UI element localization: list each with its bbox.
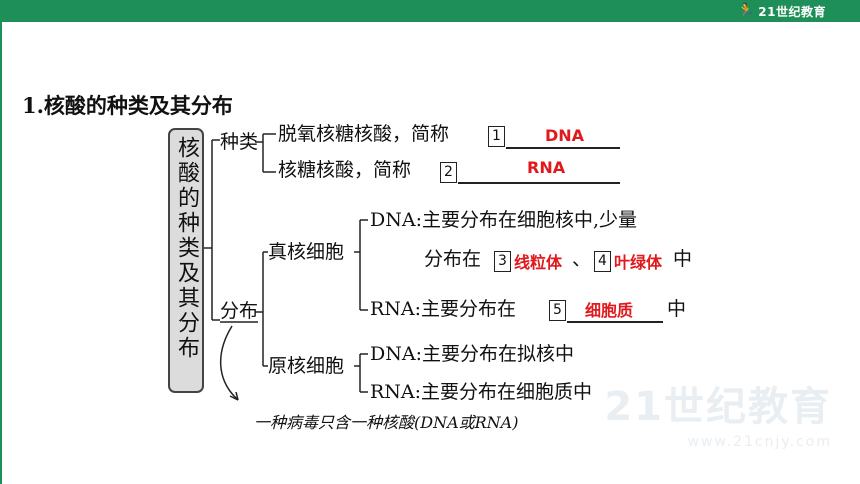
blank-underline-2 (458, 182, 620, 184)
blank-underline-1 (506, 147, 620, 149)
answer-3: 线粒体 (514, 253, 563, 272)
prok-rna-text: RNA:主要分布在细胞质中 (370, 381, 593, 403)
left-border (0, 22, 2, 484)
blank-number-3: 3 (494, 251, 511, 272)
answer-5: 细胞质 (585, 301, 634, 320)
euk-dna-line2-suffix: 中 (673, 248, 693, 270)
watermark-logo: 21世纪教育 (604, 384, 832, 430)
distribution-label: 分布 (220, 300, 259, 322)
euk-dna-line1: DNA:主要分布在细胞核中,少量 (370, 209, 638, 231)
euk-dna-line2-prefix: 分布在 (424, 248, 482, 270)
blank-number-4: 4 (594, 251, 611, 272)
prok-dna-text: DNA:主要分布在拟核中 (370, 343, 574, 365)
logo: 🏃 21世纪教育 (737, 2, 826, 20)
prokaryote-label: 原核细胞 (268, 355, 345, 377)
blank-underline-5 (567, 321, 663, 323)
answer-4: 叶绿体 (614, 253, 663, 272)
root-label: 核酸的种类及其分布 (174, 136, 199, 361)
runner-icon: 🏃 (737, 3, 756, 19)
blank-number-1: 1 (488, 126, 505, 147)
root-label-box: 核酸的种类及其分布 (168, 128, 204, 393)
watermark-url: www.21cnjy.com (687, 434, 832, 450)
euk-rna-prefix: RNA:主要分布在 (370, 298, 517, 320)
virus-note: 一种病毒只含一种核酸(DNA或RNA) (254, 413, 519, 432)
blank-number-2: 2 (440, 162, 457, 183)
section-heading: 1.核酸的种类及其分布 (22, 93, 233, 118)
logo-text: 21世纪教育 (758, 4, 826, 19)
answer-1: DNA (545, 126, 585, 145)
top-banner: 🏃 21世纪教育 (0, 0, 860, 22)
kinds-label: 种类 (220, 131, 259, 153)
eukaryote-label: 真核细胞 (268, 241, 345, 263)
answer-2: RNA (527, 158, 566, 177)
kind-rna-text: 核糖核酸，简称 (278, 159, 412, 181)
kind-dna-text: 脱氧核糖核酸，简称 (278, 123, 450, 145)
euk-rna-suffix: 中 (667, 298, 687, 320)
blank-number-5: 5 (549, 300, 566, 321)
answer-separator: 、 (572, 248, 592, 270)
